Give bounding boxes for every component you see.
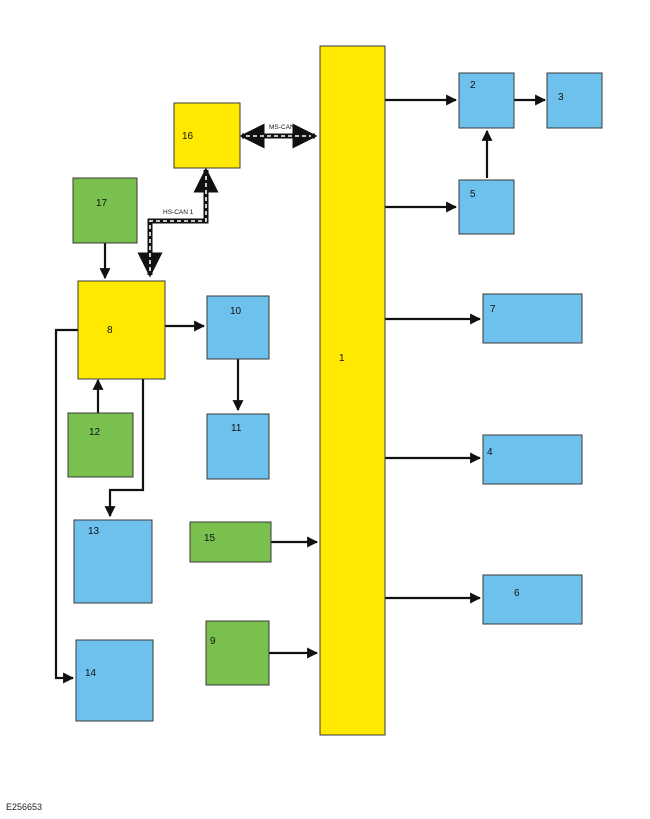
block-16-box — [173, 102, 241, 169]
block-13-box — [73, 519, 153, 604]
block-3: 3 — [546, 72, 603, 129]
block-12: 12 — [67, 412, 134, 478]
hs-can-bus — [137, 167, 219, 278]
block-17-label: 17 — [96, 198, 108, 209]
block-10-box — [206, 295, 270, 360]
block-17-box — [72, 177, 138, 244]
block-11: 11 — [206, 413, 270, 480]
block-8: 8 — [77, 280, 166, 380]
block-1-box — [319, 45, 386, 736]
block-15-label: 15 — [204, 533, 216, 544]
block-15: 15 — [189, 521, 272, 563]
block-7: 7 — [482, 293, 583, 344]
block-13: 13 — [73, 519, 153, 604]
block-9: 9 — [205, 620, 270, 686]
block-5: 5 — [458, 179, 515, 235]
block-5-box — [458, 179, 515, 235]
block-16: 16 — [173, 102, 241, 169]
block-6-box — [482, 574, 583, 625]
block-2-label: 2 — [470, 80, 476, 91]
ms-can-label: MS-CAN — [269, 124, 295, 131]
block-3-label: 3 — [558, 92, 564, 103]
block-5-label: 5 — [470, 189, 476, 200]
block-16-label: 16 — [182, 131, 194, 142]
block-8-label: 8 — [107, 325, 113, 336]
block-4-label: 4 — [487, 447, 493, 458]
block-11-label: 11 — [231, 423, 242, 434]
block-9-label: 9 — [210, 636, 216, 647]
block-8-box — [77, 280, 166, 380]
block-10-label: 10 — [230, 306, 242, 317]
block-6: 6 — [482, 574, 583, 625]
block-12-box — [67, 412, 134, 478]
block-14-box — [75, 639, 154, 722]
arrow-8-to-14 — [54, 328, 78, 684]
block-1: 1 — [319, 45, 386, 736]
block-10: 10 — [206, 295, 270, 360]
block-14: 14 — [75, 639, 154, 722]
block-13-label: 13 — [88, 526, 100, 537]
block-7-label: 7 — [490, 304, 496, 315]
block-4-box — [482, 434, 583, 485]
connection-lines — [54, 94, 547, 684]
can-buses: MS-CAN HS-CAN 1 — [137, 123, 318, 278]
block-12-label: 12 — [89, 427, 101, 438]
block-14-label: 14 — [85, 668, 97, 679]
block-2: 2 — [458, 72, 515, 129]
block-15-box — [189, 521, 272, 563]
hs-can-label: HS-CAN 1 — [163, 209, 194, 216]
block-6-label: 6 — [514, 588, 520, 599]
arrow-8-to-13 — [104, 379, 145, 518]
reference-code: E256653 — [6, 802, 43, 812]
block-4: 4 — [482, 434, 583, 485]
block-9-box — [205, 620, 270, 686]
block-1-label: 1 — [339, 353, 345, 364]
block-2-box — [458, 72, 515, 129]
block-11-box — [206, 413, 270, 480]
block-3-box — [546, 72, 603, 129]
block-7-box — [482, 293, 583, 344]
block-17: 17 — [72, 177, 138, 244]
